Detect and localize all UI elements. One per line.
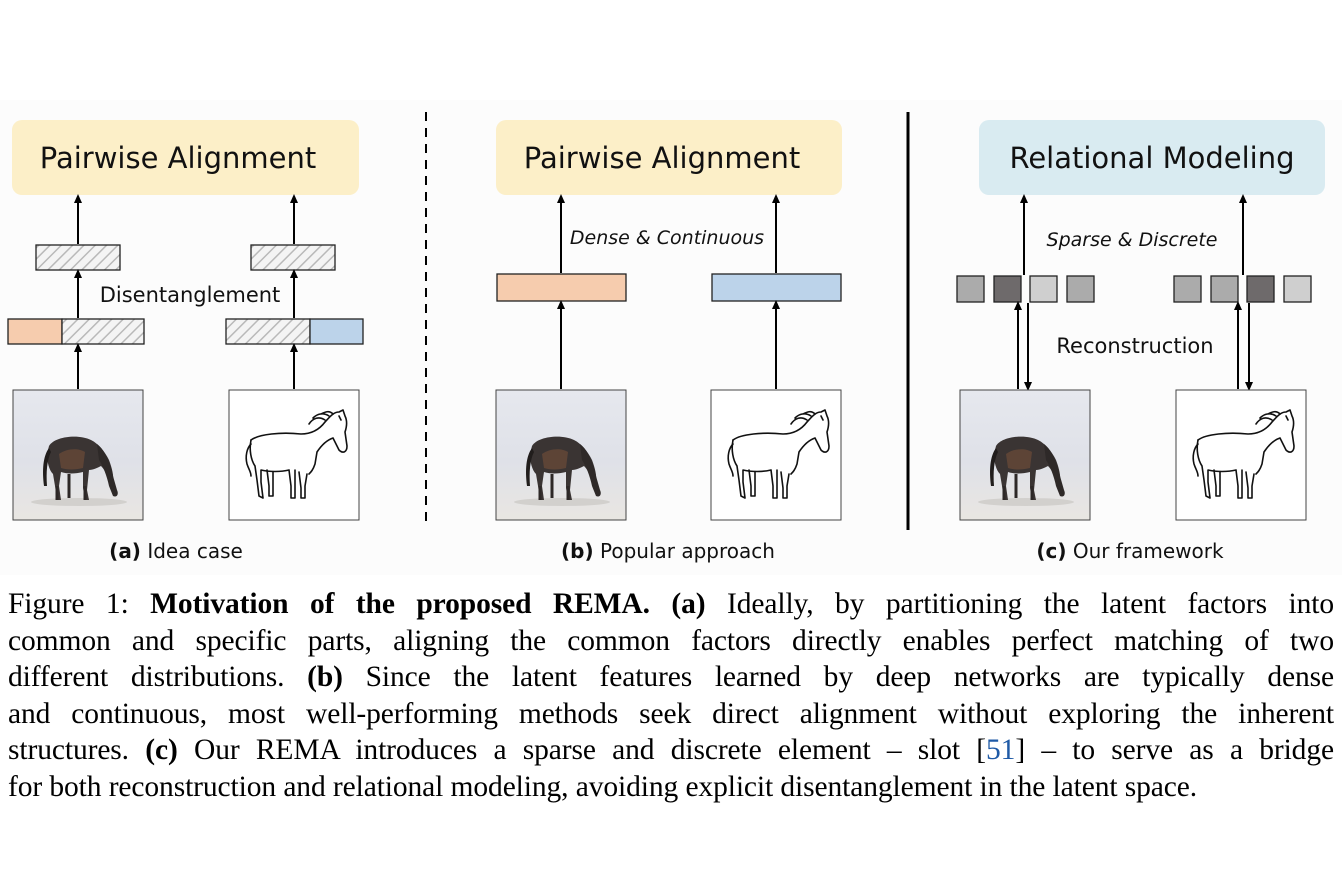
citation-link[interactable]: 51 [986, 734, 1016, 766]
horse-sketch-b [711, 390, 841, 520]
slot [1210, 275, 1239, 303]
common-latent-a-target [225, 318, 311, 345]
caption-line-1: Figure 1: Motivation of the proposed REM… [8, 588, 1334, 620]
caption-line-6: for both reconstruction and relational m… [8, 770, 1198, 803]
slot [1029, 275, 1058, 303]
subcaption-a: (a) Idea case [109, 539, 243, 563]
target-feature-b [711, 273, 842, 302]
slot [993, 275, 1022, 303]
slot [1283, 275, 1312, 303]
horse-photo-c [960, 390, 1090, 520]
pairwise-alignment-label-b: Pairwise Alignment [524, 141, 800, 175]
caption-line-2: common and specific parts, aligning the … [8, 624, 1334, 657]
slot [1066, 275, 1095, 303]
pairwise-alignment-box-b [496, 120, 842, 195]
caption-line-5: structures. (c) Our REMA introduces a sp… [8, 734, 1334, 766]
shared-latent-a-left [35, 244, 121, 271]
panel-a: Pairwise Alignment Disentanglement (a) I… [7, 120, 364, 563]
horse-sketch-c [1176, 390, 1306, 520]
pairwise-alignment-box-a [12, 120, 359, 195]
slot [956, 275, 985, 303]
subcaption-c: (c) Our framework [1036, 539, 1224, 563]
slot [1246, 275, 1275, 303]
dense-continuous-label: Dense & Continuous [570, 227, 764, 249]
specific-latent-a-source [7, 318, 63, 345]
relational-modeling-box [979, 120, 1325, 195]
slot [1173, 275, 1202, 303]
figure-caption: Figure 1: Motivation of the proposed REM… [8, 586, 1334, 805]
horse-photo-a [13, 390, 143, 520]
shared-latent-a-right [250, 244, 336, 271]
source-feature-b [496, 273, 627, 302]
disentanglement-label: Disentanglement [100, 283, 281, 307]
panel-c: Relational Modeling Sparse & Discrete Re… [956, 120, 1325, 563]
specific-latent-a-target [309, 318, 364, 345]
pairwise-alignment-label-a: Pairwise Alignment [40, 141, 316, 175]
horse-sketch-a [229, 390, 359, 520]
motivation-figure: Pairwise Alignment Disentanglement (a) I… [7, 112, 1325, 563]
reconstruction-label: Reconstruction [1056, 334, 1213, 358]
relational-modeling-label: Relational Modeling [1009, 141, 1294, 175]
sparse-discrete-label: Sparse & Discrete [1047, 229, 1218, 251]
caption-line-3: different distributions. (b) Since the l… [8, 661, 1335, 693]
caption-line-4: and continuous, most well-performing met… [8, 697, 1334, 730]
horse-photo-b [496, 390, 626, 520]
common-latent-a-source [61, 318, 145, 345]
subcaption-b: (b) Popular approach [561, 539, 775, 563]
panel-b: Pairwise Alignment Dense & Continuous (b… [495, 120, 842, 563]
